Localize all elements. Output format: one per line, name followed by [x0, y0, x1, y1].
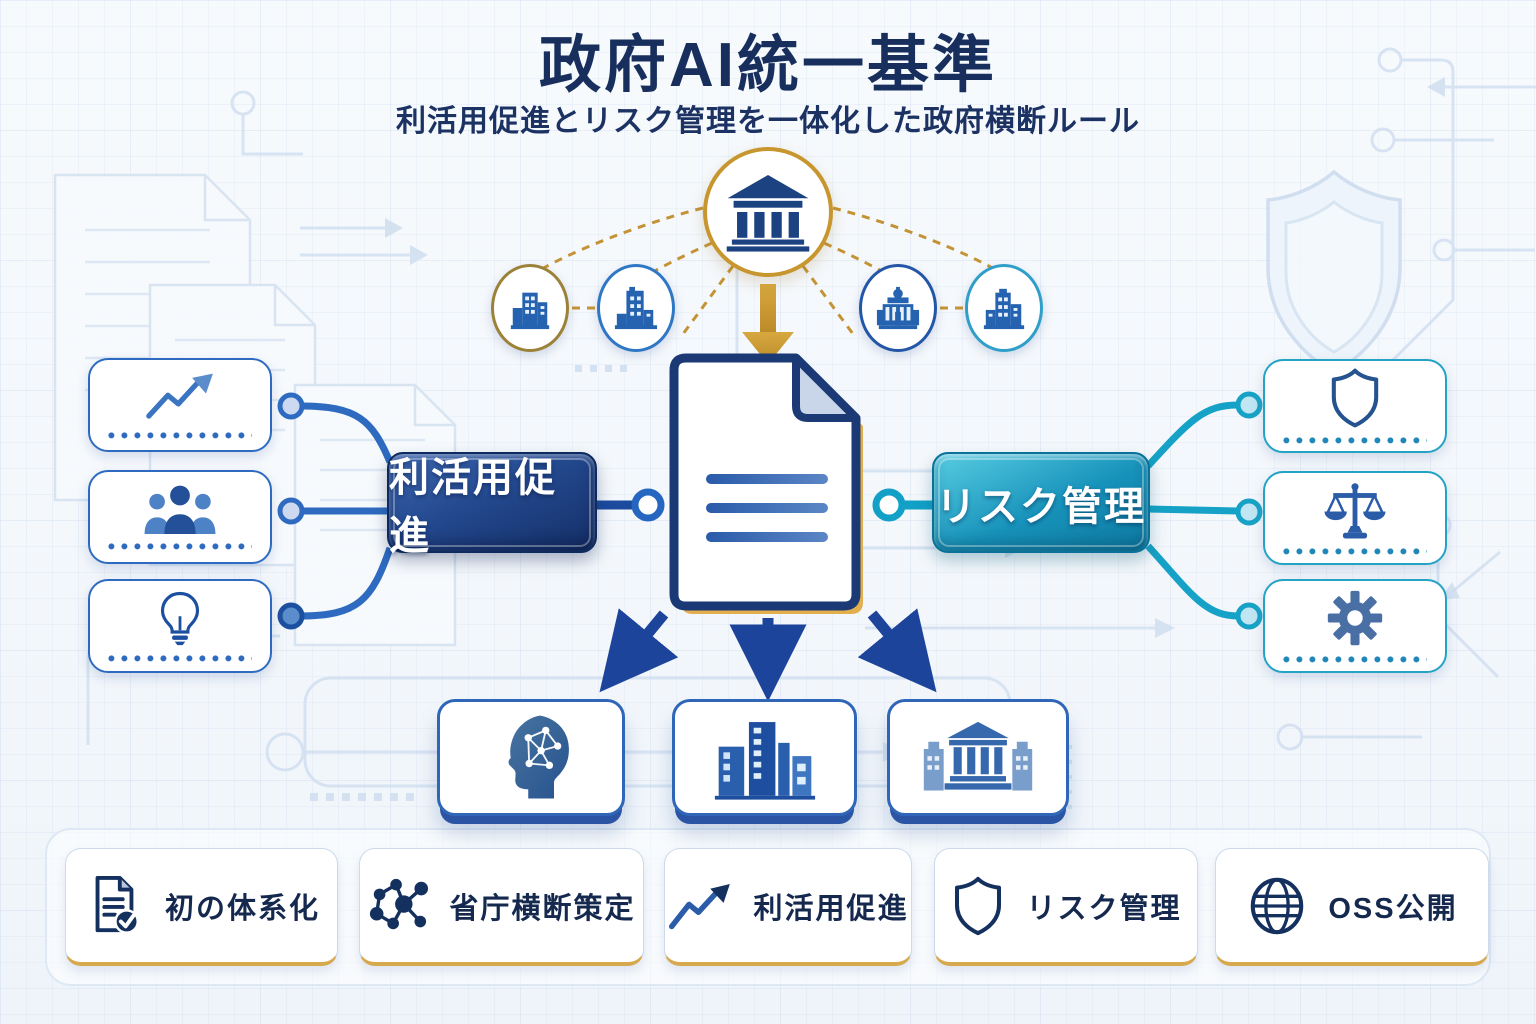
agency-node: [859, 264, 937, 352]
agency-node: [491, 264, 569, 352]
people-group-icon: [144, 485, 216, 534]
gear-icon: [1327, 590, 1383, 646]
highlight-card-systematization: 初の体系化: [65, 848, 338, 966]
office-building-icon: [614, 286, 658, 330]
highlight-card-risk: リスク管理: [934, 848, 1198, 966]
agency-node: [965, 264, 1043, 352]
page-subtitle: 利活用促進とリスク管理を一体化した政府横断ルール: [396, 105, 1140, 138]
gold-dashed-links: [539, 206, 997, 335]
output-box-industry: [672, 699, 857, 816]
policy-document-icon: [669, 353, 863, 614]
placeholder-dots: [1283, 548, 1427, 555]
government-complex-icon: [923, 721, 1033, 791]
highlight-card-label: 初の体系化: [164, 892, 320, 925]
placeholder-dots: [1283, 656, 1427, 663]
lightbulb-icon: [160, 591, 200, 646]
trend-arrow-icon: [669, 883, 731, 929]
placeholder-dots: [108, 655, 252, 662]
office-building-icon: [983, 288, 1025, 330]
scales-icon: [1324, 483, 1386, 539]
shield-outline-icon: [1331, 368, 1379, 428]
page-title: 政府AI統一基準: [538, 31, 997, 100]
risk-box-protection: [1263, 359, 1447, 453]
placeholder-dots: [1283, 437, 1427, 444]
document-check-icon: [95, 875, 139, 934]
branch-label-risk-text: リスク管理: [936, 484, 1146, 529]
highlight-card-crossministry: 省庁横断策定: [359, 848, 644, 966]
risk-box-compliance: [1263, 471, 1447, 565]
government-building-icon: [726, 175, 810, 252]
gold-down-arrow: [742, 284, 794, 364]
output-box-ai: [437, 699, 625, 816]
network-nodes-icon: [370, 878, 429, 929]
placeholder-dots: [108, 432, 252, 439]
document-link-right: [872, 488, 934, 522]
highlight-card-label: リスク管理: [1026, 892, 1182, 925]
branch-label-promotion-text: 利活用促進: [389, 455, 557, 558]
placeholder-dots: [108, 543, 252, 550]
right-branch-nodes: [1235, 391, 1263, 630]
trend-chart-icon: [146, 373, 213, 419]
document-link-left: [597, 488, 665, 522]
benefit-box-people: [88, 470, 272, 564]
right-branch-connectors: [1145, 401, 1239, 620]
highlight-card-label: 利活用促進: [753, 892, 909, 925]
risk-box-governance: [1263, 579, 1447, 673]
left-branch-connectors: [299, 402, 394, 620]
shield-watermark: [1266, 169, 1402, 374]
output-box-government: [887, 699, 1069, 816]
highlight-card-oss: OSS公開: [1215, 848, 1489, 966]
ai-head-icon: [508, 715, 569, 798]
agency-node: [597, 264, 675, 352]
branch-label-risk: リスク管理: [932, 452, 1150, 553]
branch-label-promotion: 利活用促進: [387, 452, 597, 558]
globe-icon: [1251, 877, 1304, 934]
highlight-card-promotion: 利活用促進: [664, 848, 912, 966]
office-building-icon: [510, 292, 550, 330]
capitol-building-icon: [876, 286, 920, 330]
benefit-box-growth: [88, 358, 272, 452]
benefit-box-idea: [88, 579, 272, 673]
left-branch-nodes: [277, 392, 305, 630]
highlight-card-label: 省庁横断策定: [449, 892, 636, 925]
highlight-card-label: OSS公開: [1328, 892, 1458, 925]
shield-icon: [955, 876, 1002, 935]
city-buildings-icon: [714, 721, 815, 800]
central-government-node: [703, 147, 833, 277]
output-arrows: [599, 608, 937, 702]
